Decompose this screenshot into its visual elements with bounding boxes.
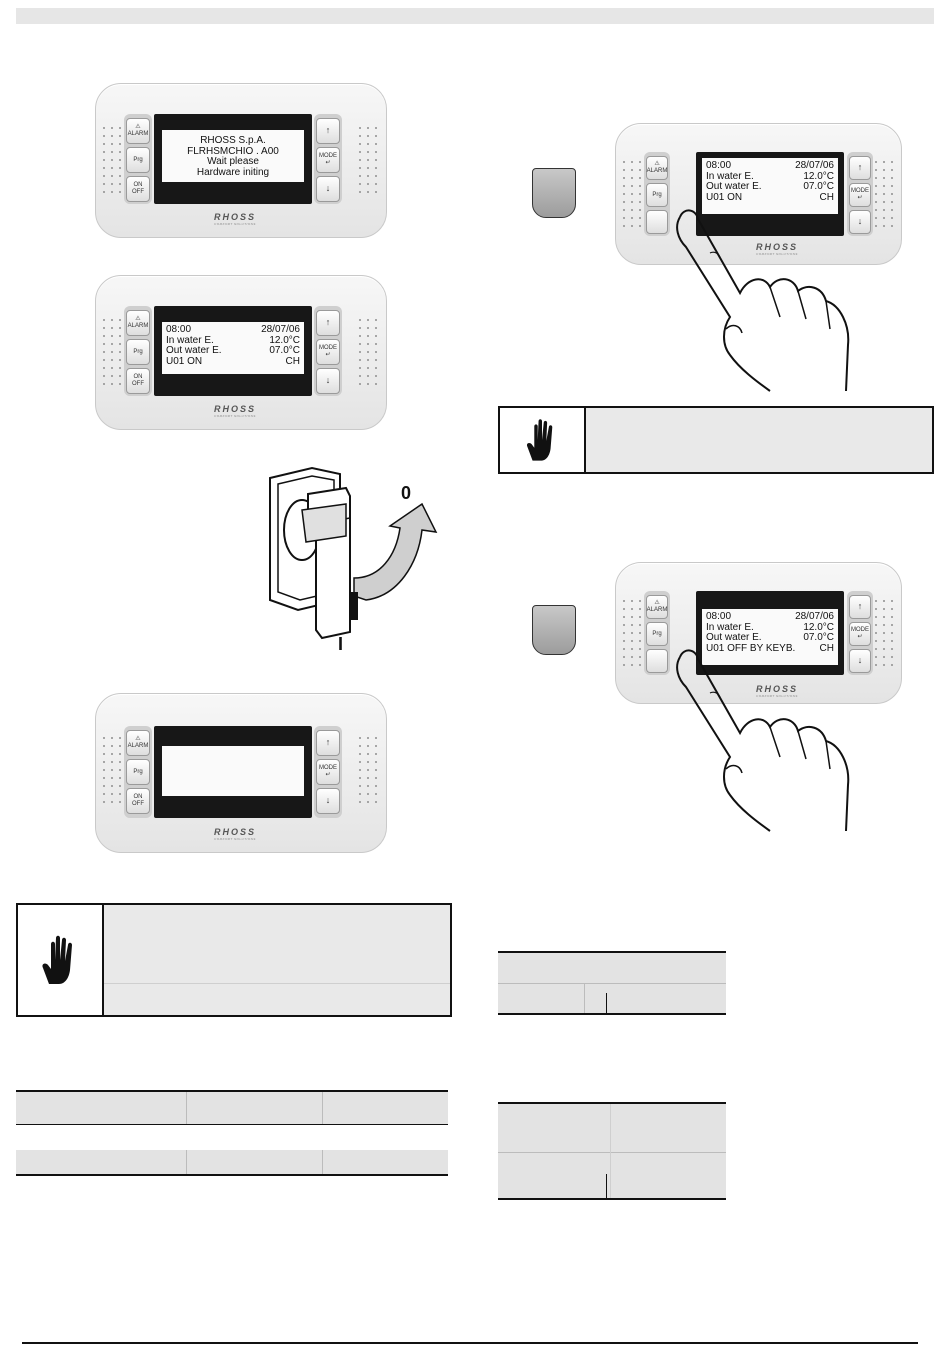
speaker-grille-left	[100, 124, 126, 194]
header-band	[16, 8, 934, 24]
alarm-button[interactable]: ⚠ALARM	[126, 730, 150, 756]
enter-icon: ↵	[857, 195, 863, 201]
warning-icon: ⚠	[654, 161, 660, 168]
mode-enter-button[interactable]: MODE↵	[849, 622, 871, 646]
keycap-icon	[532, 168, 576, 218]
arrow-down-icon: ↓	[857, 216, 863, 227]
lcd-boot: RHOSS S.p.A. FLRHSMCHIO . A00 Wait pleas…	[162, 130, 304, 182]
speaker-grille-right	[356, 124, 382, 194]
down-button[interactable]: ↓	[316, 788, 340, 814]
table-left	[16, 1090, 448, 1176]
boot-line-2: FLRHSMCHIO . A00	[187, 145, 279, 157]
alarm-button[interactable]: ⚠ALARM	[126, 118, 150, 144]
mode-enter-button[interactable]: MODE↵	[316, 339, 340, 365]
display-bezel: RHOSS S.p.A. FLRHSMCHIO . A00 Wait pleas…	[154, 114, 312, 204]
warning-icon: ⚠	[135, 124, 141, 131]
enter-icon: ↵	[325, 352, 331, 358]
onoff-button[interactable]: ON OFF	[126, 176, 150, 202]
main-switch-illustration	[269, 466, 438, 640]
table-right-2	[498, 1102, 726, 1200]
keypad-boot: ⚠ALARM Prg ON OFF ↑ MODE↵ ↓ RHOSS S.p.A.…	[95, 83, 387, 238]
boot-line-4: Hardware initing	[196, 166, 270, 178]
up-button[interactable]: ↑	[316, 310, 340, 336]
down-button[interactable]: ↓	[316, 176, 340, 202]
up-button[interactable]: ↑	[849, 156, 871, 180]
up-button[interactable]: ↑	[316, 730, 340, 756]
prg-button[interactable]: Prg	[126, 339, 150, 365]
pointing-finger-icon	[676, 649, 850, 832]
caution-box-right	[498, 406, 934, 474]
switch-pos-off-label: 0	[401, 483, 412, 503]
onoff-button[interactable]	[646, 210, 668, 234]
arrow-up-icon: ↑	[325, 317, 331, 328]
switch-pos-on-label: I	[338, 634, 344, 654]
prg-button[interactable]: Prg	[126, 147, 150, 173]
arrow-down-icon: ↓	[857, 655, 863, 666]
enter-icon: ↵	[325, 772, 331, 778]
alarm-button[interactable]: ⚠ALARM	[646, 595, 668, 619]
warning-icon: ⚠	[135, 316, 141, 323]
mode-enter-button[interactable]: MODE↵	[316, 147, 340, 173]
enter-icon: ↵	[857, 634, 863, 640]
arrow-up-icon: ↑	[325, 125, 331, 136]
boot-line-3: Wait please	[207, 156, 259, 167]
prg-button[interactable]: Prg	[646, 183, 668, 207]
down-button[interactable]: ↓	[316, 368, 340, 394]
prg-button[interactable]: Prg	[646, 622, 668, 646]
arrow-down-icon: ↓	[325, 375, 331, 386]
arrow-down-icon: ↓	[325, 183, 331, 194]
up-button[interactable]: ↑	[849, 595, 871, 619]
table-right-1	[498, 951, 726, 1015]
warning-icon: ⚠	[654, 600, 660, 607]
arrow-down-icon: ↓	[325, 795, 331, 806]
arrow-up-icon: ↑	[857, 601, 863, 612]
down-button[interactable]: ↓	[849, 210, 871, 234]
mode-enter-button[interactable]: MODE↵	[849, 183, 871, 207]
hand-stop-icon	[526, 419, 553, 461]
mode-enter-button[interactable]: MODE↵	[316, 759, 340, 785]
down-button[interactable]: ↓	[849, 649, 871, 673]
pointing-finger-icon	[676, 209, 850, 392]
onoff-button[interactable]	[646, 649, 668, 673]
arrow-up-icon: ↑	[857, 162, 863, 173]
onoff-button[interactable]: ON OFF	[126, 368, 150, 394]
prg-button[interactable]: Prg	[126, 759, 150, 785]
boot-line-1: RHOSS S.p.A.	[200, 135, 266, 146]
alarm-button[interactable]: ⚠ALARM	[126, 310, 150, 336]
up-button[interactable]: ↑	[316, 118, 340, 144]
lcd-blank	[162, 746, 304, 796]
hand-stop-icon	[42, 935, 72, 984]
footer-rule	[22, 1342, 918, 1344]
onoff-button[interactable]: ON OFF	[126, 788, 150, 814]
keycap-icon	[532, 605, 576, 655]
warning-icon: ⚠	[135, 736, 141, 743]
enter-icon: ↵	[325, 160, 331, 166]
arrow-up-icon: ↑	[325, 737, 331, 748]
alarm-button[interactable]: ⚠ALARM	[646, 156, 668, 180]
caution-box-left	[16, 903, 452, 1017]
